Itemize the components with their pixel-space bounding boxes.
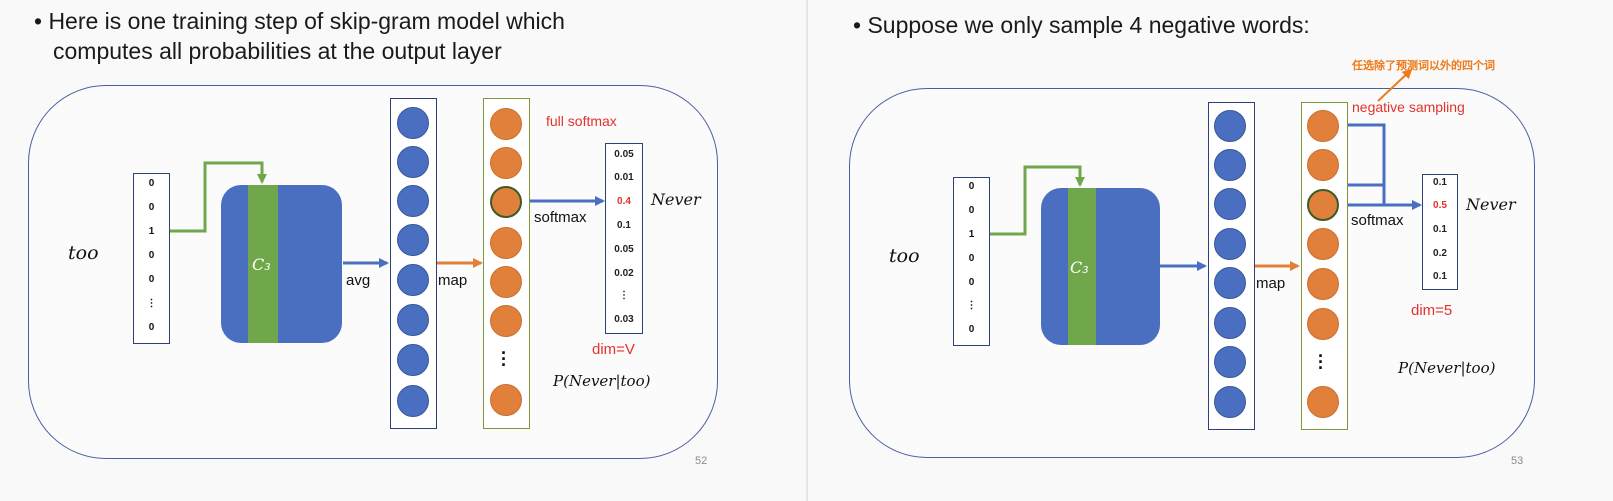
hidden-node bbox=[397, 107, 429, 139]
bullet-text-line1: • Here is one training step of skip-gram… bbox=[34, 8, 565, 34]
probability-value: 0.05 bbox=[614, 244, 634, 255]
hidden-node bbox=[397, 185, 429, 217]
output-node bbox=[490, 227, 522, 259]
hidden-node bbox=[1214, 188, 1246, 220]
onehot-value: 0 bbox=[968, 324, 975, 335]
map-label: map bbox=[1256, 275, 1286, 292]
matrix-column-label: C₃ bbox=[1070, 258, 1089, 277]
output-node bbox=[490, 266, 522, 298]
output-node-target bbox=[1307, 189, 1339, 221]
output-node bbox=[490, 305, 522, 337]
probability-value-target: 0.5 bbox=[1433, 200, 1447, 211]
probability-value: 0.1 bbox=[1433, 224, 1447, 235]
hidden-node bbox=[1214, 386, 1246, 418]
onehot-value: ⋮ bbox=[966, 300, 977, 311]
slide-divider bbox=[806, 0, 808, 501]
onehot-value: 1 bbox=[148, 226, 155, 237]
hidden-node bbox=[1214, 228, 1246, 260]
softmax-label: softmax bbox=[1351, 212, 1404, 229]
hidden-node bbox=[397, 304, 429, 336]
input-word: too bbox=[68, 242, 99, 264]
probability-formula: P(Never|too) bbox=[553, 372, 651, 390]
onehot-value: 0 bbox=[968, 253, 975, 264]
slide-52: • Here is one training step of skip-gram… bbox=[0, 0, 806, 501]
onehot-value: 0 bbox=[148, 274, 155, 285]
output-node bbox=[1307, 228, 1339, 260]
output-node-target bbox=[490, 186, 522, 218]
output-node bbox=[1307, 149, 1339, 181]
input-word: too bbox=[889, 245, 920, 267]
bullet-text-line2: computes all probabilities at the output… bbox=[53, 38, 502, 64]
annotation-arrow bbox=[1377, 68, 1413, 102]
connector-arrows bbox=[165, 161, 605, 268]
chinese-annotation: 任选除了预测词以外的四个词 bbox=[1352, 60, 1495, 72]
matrix-column-label: C₃ bbox=[252, 255, 271, 274]
sample-line-1 bbox=[1340, 123, 1386, 205]
probability-value: 0.03 bbox=[614, 314, 634, 325]
map-label: map bbox=[438, 272, 468, 289]
probability-value: 0.01 bbox=[614, 172, 634, 183]
bullet-text-line1: • Suppose we only sample 4 negative word… bbox=[853, 12, 1310, 38]
probability-vector: 0.05 0.01 0.4 0.1 0.05 0.02 ⋮ 0.03 bbox=[605, 143, 643, 334]
hidden-node bbox=[1214, 346, 1246, 378]
hidden-node bbox=[1214, 267, 1246, 299]
slide-53: • Suppose we only sample 4 negative word… bbox=[808, 0, 1613, 501]
probability-value: 0.1 bbox=[617, 220, 631, 231]
output-node bbox=[490, 108, 522, 140]
probability-value: 0.1 bbox=[1433, 177, 1447, 188]
probability-value: 0.2 bbox=[1433, 248, 1447, 259]
softmax-label: softmax bbox=[534, 209, 587, 226]
hidden-node bbox=[397, 385, 429, 417]
onehot-vector: 0 0 1 0 0 ⋮ 0 bbox=[953, 177, 990, 346]
probability-value: 0.02 bbox=[614, 268, 634, 279]
onehot-vector: 0 0 1 0 0 ⋮ 0 bbox=[133, 173, 170, 344]
output-word: Never bbox=[1466, 195, 1516, 214]
avg-label: avg bbox=[346, 272, 371, 289]
output-node bbox=[1307, 308, 1339, 340]
probability-value: 0.1 bbox=[1433, 271, 1447, 282]
onehot-value: 0 bbox=[148, 322, 155, 333]
selected-column bbox=[248, 185, 278, 343]
output-node bbox=[490, 384, 522, 416]
full-softmax-label: full softmax bbox=[546, 113, 617, 129]
output-word: Never bbox=[651, 190, 701, 209]
negative-sampling-label: negative sampling bbox=[1352, 99, 1465, 115]
probability-value: 0.05 bbox=[614, 149, 634, 160]
output-node-sampled bbox=[1307, 110, 1339, 142]
onehot-value: 0 bbox=[968, 181, 975, 192]
onehot-value: 1 bbox=[968, 229, 975, 240]
lookup-arrow bbox=[984, 165, 1085, 236]
dim-label: dim=5 bbox=[1411, 302, 1453, 319]
lookup-arrow bbox=[165, 161, 267, 233]
onehot-value: 0 bbox=[148, 178, 155, 189]
probability-value: ⋮ bbox=[619, 290, 629, 301]
hidden-node bbox=[1214, 149, 1246, 181]
embedding-matrix: C₃ bbox=[221, 185, 342, 343]
probability-vector: 0.1 0.5 0.1 0.2 0.1 bbox=[1422, 174, 1458, 290]
probability-value-target: 0.4 bbox=[617, 196, 631, 207]
vertical-ellipsis: ··· bbox=[1318, 346, 1324, 378]
hidden-node bbox=[1214, 110, 1246, 142]
hidden-node bbox=[397, 224, 429, 256]
page-number: 53 bbox=[1511, 455, 1524, 467]
dim-label: dim=V bbox=[592, 341, 635, 358]
onehot-value: 0 bbox=[148, 250, 155, 261]
embedding-matrix: C₃ bbox=[1041, 188, 1160, 345]
hidden-node bbox=[1214, 307, 1246, 339]
onehot-value: ⋮ bbox=[146, 298, 157, 309]
onehot-value: 0 bbox=[968, 205, 975, 216]
vertical-ellipsis: ··· bbox=[501, 343, 507, 375]
hidden-node bbox=[397, 264, 429, 296]
selected-column bbox=[1068, 188, 1096, 345]
output-node bbox=[1307, 268, 1339, 300]
hidden-node bbox=[397, 146, 429, 178]
probability-formula: P(Never|too) bbox=[1398, 359, 1496, 377]
page-number: 52 bbox=[695, 455, 708, 467]
hidden-node bbox=[397, 344, 429, 376]
output-node-sampled bbox=[1307, 386, 1339, 418]
onehot-value: 0 bbox=[148, 202, 155, 213]
output-node bbox=[490, 147, 522, 179]
onehot-value: 0 bbox=[968, 277, 975, 288]
